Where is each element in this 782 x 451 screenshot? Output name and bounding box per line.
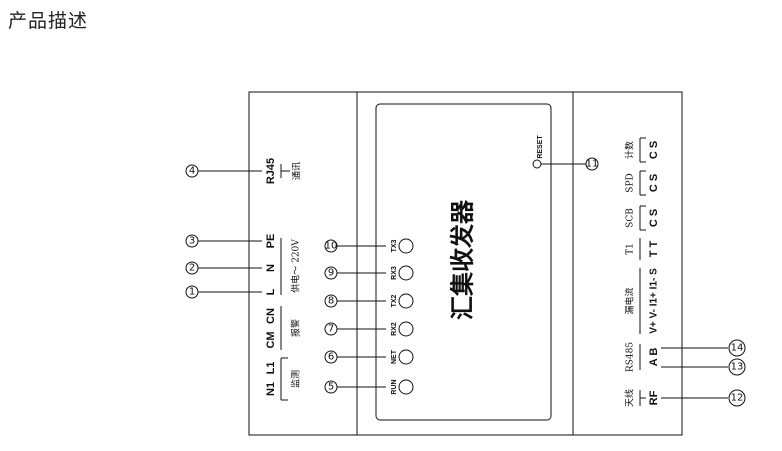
callout-1-label: 1 — [189, 287, 195, 298]
callout-5 — [324, 380, 338, 394]
callout-4-label: 4 — [189, 166, 195, 177]
left-terminals: RJ45 通讯 4 PE N L 供电～ 220V 3 2 1 CM CN 报警… — [185, 158, 303, 401]
callout-5-label: 5 — [328, 382, 334, 393]
callout-10-label: 10 — [325, 241, 338, 252]
reset-button[interactable] — [532, 159, 542, 169]
terminal-leak: V+ V- I1+ I1- S — [649, 268, 660, 334]
label-leak: 漏电流 — [624, 287, 636, 314]
led-run — [398, 379, 414, 395]
terminal-scb-cs: C S — [648, 209, 660, 227]
reset-label: RESET — [537, 135, 544, 159]
led-rx2-label: RX2 — [391, 322, 398, 336]
callout-13-label: 13 — [731, 362, 744, 373]
terminal-cm: CM — [265, 331, 277, 348]
led-column: TX3 RX3 TX2 RX2 NET RUN — [391, 238, 414, 395]
label-spd: SPD — [626, 173, 636, 192]
led-net — [398, 349, 414, 365]
callout-7 — [324, 322, 338, 336]
led-rx2 — [398, 321, 414, 337]
device-name: 汇集收发器 — [448, 199, 477, 320]
led-tx2 — [398, 293, 414, 309]
terminal-t1-tt: T T — [648, 240, 660, 257]
callout-3 — [185, 234, 199, 248]
terminal-rs485-ab: A B — [648, 348, 660, 367]
terminal-count-cs: C S — [648, 141, 660, 159]
device-housing — [248, 91, 683, 436]
callout-3-label: 3 — [189, 236, 195, 247]
label-power: 供电～ 220V — [290, 239, 302, 293]
led-net-label: NET — [391, 349, 398, 364]
callout-8 — [324, 294, 338, 308]
terminal-n: N — [265, 264, 277, 272]
terminal-pe: PE — [265, 234, 277, 249]
callout-13 — [728, 358, 746, 376]
label-monitor: 监测 — [290, 370, 302, 388]
callout-11 — [585, 157, 599, 171]
page-title: 产品描述 — [8, 10, 89, 32]
callout-2-label: 2 — [189, 263, 195, 274]
led-rx3 — [398, 265, 414, 281]
right-terminals: 计数 C S SPD C S SCB C S T1 T T 漏电流 V+ V- … — [624, 137, 746, 407]
terminal-cn: CN — [265, 308, 277, 324]
callout-4 — [185, 164, 199, 178]
callout-2 — [185, 261, 199, 275]
callout-9-label: 9 — [328, 268, 334, 279]
terminal-n1: N1 — [265, 382, 277, 396]
callout-7-label: 7 — [328, 324, 334, 335]
terminal-l: L — [265, 288, 277, 295]
callout-12-label: 12 — [731, 393, 744, 404]
led-tx3-label: TX3 — [391, 239, 398, 252]
callout-6 — [324, 350, 338, 364]
callout-10 — [324, 239, 338, 253]
led-tx3 — [398, 238, 414, 254]
label-alarm: 报警 — [290, 319, 302, 337]
terminal-l1: L1 — [265, 362, 277, 375]
terminal-rf: RF — [648, 390, 660, 405]
label-t1: T1 — [626, 243, 636, 255]
callout-9 — [324, 266, 338, 280]
callout-11-label: 11 — [586, 159, 599, 170]
callout-1 — [185, 285, 199, 299]
terminal-spd-cs: C S — [648, 174, 660, 192]
callout-8-label: 8 — [328, 296, 334, 307]
label-rs485: RS485 — [626, 342, 636, 372]
led-run-label: RUN — [391, 379, 398, 394]
callout-14-label: 14 — [731, 343, 744, 354]
callout-14 — [728, 339, 746, 357]
terminal-rj45: RJ45 — [265, 158, 277, 184]
led-rx3-label: RX3 — [391, 266, 398, 280]
led-tx2-label: TX2 — [391, 294, 398, 307]
display-window — [375, 103, 552, 421]
callout-6-label: 6 — [328, 352, 334, 363]
callout-12 — [728, 389, 746, 407]
label-comm: 通讯 — [292, 162, 303, 180]
label-count: 计数 — [624, 141, 636, 159]
label-scb: SCB — [626, 208, 636, 228]
label-antenna: 天线 — [624, 389, 636, 407]
